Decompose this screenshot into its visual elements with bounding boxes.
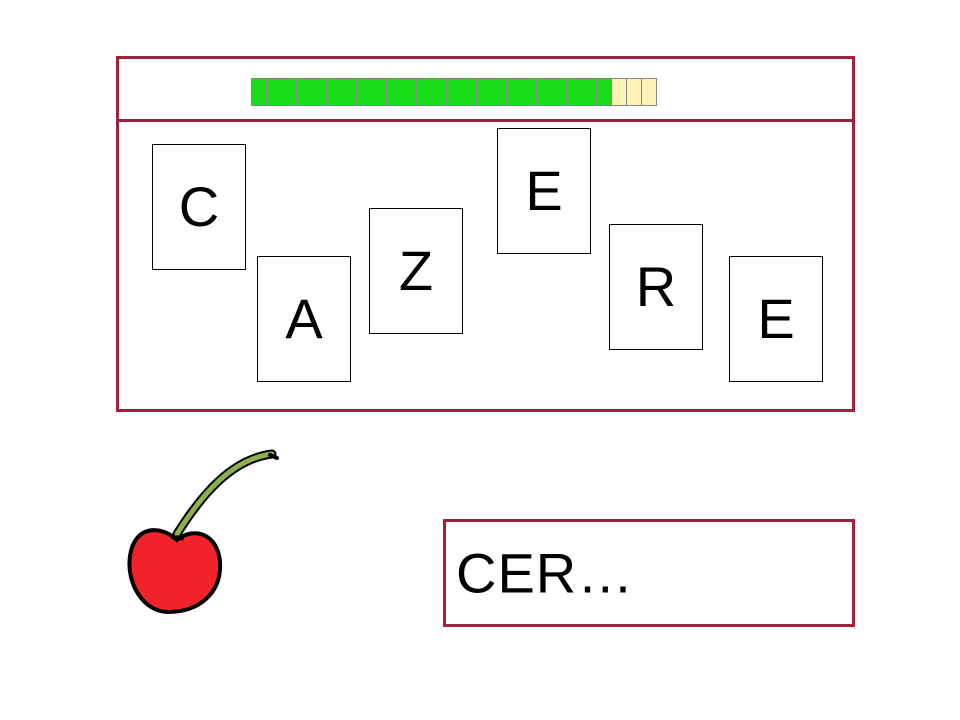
progress-segment-filled — [401, 78, 417, 106]
letter-tile-e[interactable]: E — [497, 128, 591, 254]
progress-segment-filled — [341, 78, 357, 106]
answer-box: CER… — [443, 519, 855, 627]
progress-segment-empty — [626, 78, 642, 106]
progress-segment-filled — [416, 78, 432, 106]
progress-segment-filled — [491, 78, 507, 106]
answer-text: CER… — [456, 541, 635, 605]
letter-tile-z[interactable]: Z — [369, 208, 463, 334]
progress-bar — [251, 78, 657, 106]
progress-segment-filled — [266, 78, 282, 106]
letter-board — [116, 56, 855, 412]
progress-segment-filled — [476, 78, 492, 106]
progress-segment-empty — [641, 78, 657, 106]
progress-segment-filled — [596, 78, 612, 106]
progress-segment-filled — [281, 78, 297, 106]
progress-segment-filled — [521, 78, 537, 106]
progress-segment-filled — [326, 78, 342, 106]
progress-segment-filled — [446, 78, 462, 106]
progress-segment-filled — [371, 78, 387, 106]
progress-segment-filled — [251, 78, 267, 106]
progress-segment-filled — [566, 78, 582, 106]
progress-segment-filled — [461, 78, 477, 106]
progress-segment-filled — [506, 78, 522, 106]
progress-segment-filled — [536, 78, 552, 106]
progress-segment-empty — [611, 78, 627, 106]
letter-tile-r[interactable]: R — [609, 224, 703, 350]
letter-tile-a[interactable]: A — [257, 256, 351, 382]
progress-segment-filled — [311, 78, 327, 106]
letter-tile-e[interactable]: E — [729, 256, 823, 382]
board-divider — [119, 119, 852, 122]
progress-segment-filled — [581, 78, 597, 106]
progress-segment-filled — [386, 78, 402, 106]
progress-segment-filled — [551, 78, 567, 106]
letter-tile-c[interactable]: C — [152, 144, 246, 270]
progress-segment-filled — [356, 78, 372, 106]
progress-segment-filled — [296, 78, 312, 106]
cherry-icon — [122, 444, 292, 629]
progress-segment-filled — [431, 78, 447, 106]
